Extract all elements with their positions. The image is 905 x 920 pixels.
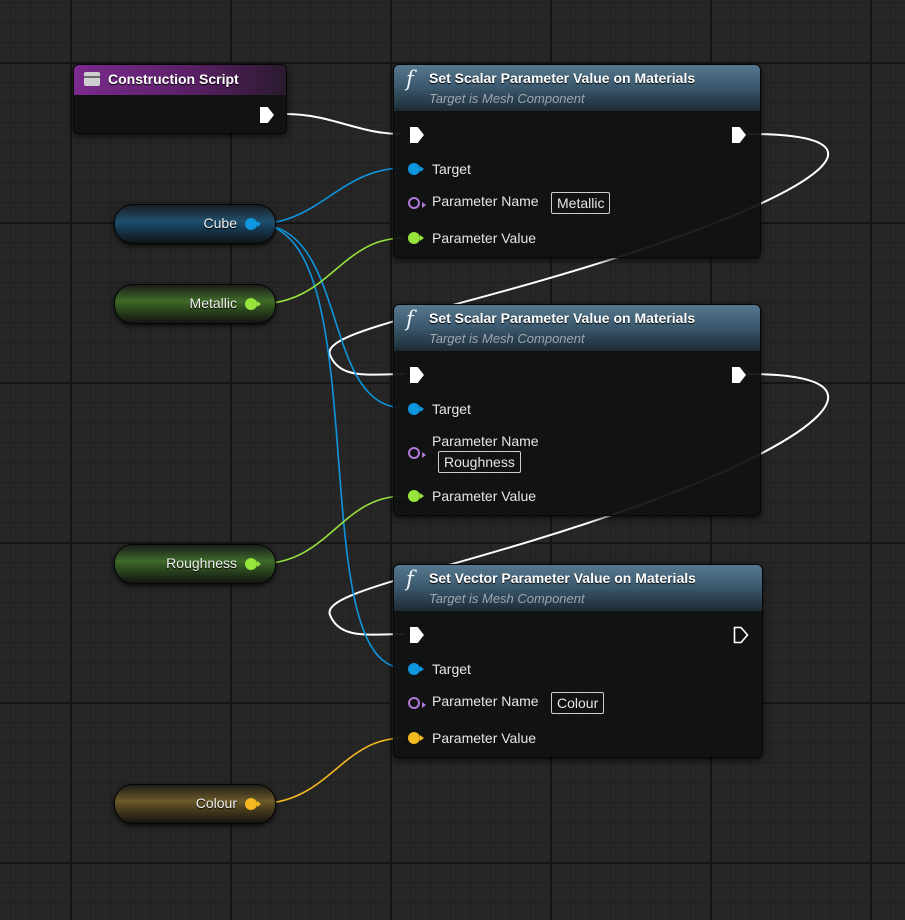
parameter-name-pin[interactable] [408,197,426,209]
colour-variable-node[interactable]: Colour [114,784,276,824]
wire-cube-to-node1-target [255,167,405,225]
parameter-value-label: Parameter Value [432,230,537,246]
metallic-output-pin[interactable] [245,298,261,310]
node-title: Set Scalar Parameter Value on Materials [429,70,696,86]
parameter-name-label: Parameter Name [432,693,539,709]
exec-wire-construction-to-node1 [285,113,401,135]
wire-roughness-to-node2-value [257,495,405,565]
wire-colour-to-node3-value [255,737,405,805]
exec-in-pin[interactable] [410,627,424,643]
parameter-value-label: Parameter Value [432,488,537,504]
wire-metallic-to-node1-value [257,237,405,305]
node-subtitle: Target is Mesh Component [429,591,585,606]
set-vector-colour-node[interactable]: f Set Vector Parameter Value on Material… [393,564,763,758]
metallic-variable-node[interactable]: Metallic [114,284,276,324]
function-f-icon: f [406,67,414,91]
construction-script-header[interactable]: Construction Script [74,65,286,95]
target-label: Target [432,401,471,417]
parameter-value-pin[interactable] [408,232,424,244]
exec-out-pin-unconnected[interactable] [733,626,749,644]
parameter-name-label: Parameter Name [432,433,539,449]
node-subtitle: Target is Mesh Component [429,331,585,346]
exec-in-pin[interactable] [410,127,424,143]
node-title: Set Vector Parameter Value on Materials [429,570,696,586]
exec-out-pin[interactable] [260,107,274,123]
function-f-icon: f [406,567,414,591]
construction-script-node[interactable]: Construction Script [73,64,287,134]
parameter-value-pin[interactable] [408,490,424,502]
parameter-name-pin[interactable] [408,697,426,709]
parameter-value-label: Parameter Value [432,730,537,746]
cube-output-pin[interactable] [245,218,261,230]
target-label: Target [432,161,471,177]
roughness-variable-node[interactable]: Roughness [114,544,276,584]
parameter-name-input[interactable]: Colour [551,692,605,714]
exec-in-pin[interactable] [410,367,424,383]
variable-label: Cube [203,215,237,231]
target-label: Target [432,661,471,677]
parameter-name-input[interactable]: Roughness [438,451,521,473]
node-header[interactable]: f Set Scalar Parameter Value on Material… [394,65,760,111]
node-title: Set Scalar Parameter Value on Materials [429,310,696,326]
set-scalar-roughness-node[interactable]: f Set Scalar Parameter Value on Material… [393,304,761,516]
function-f-icon: f [406,307,414,331]
target-pin[interactable] [408,163,424,175]
variable-label: Roughness [166,555,237,571]
node-subtitle: Target is Mesh Component [429,91,585,106]
node-header[interactable]: f Set Scalar Parameter Value on Material… [394,305,760,351]
set-scalar-metallic-node[interactable]: f Set Scalar Parameter Value on Material… [393,64,761,258]
target-pin[interactable] [408,663,424,675]
colour-output-pin[interactable] [245,798,261,810]
roughness-output-pin[interactable] [245,558,261,570]
exec-out-pin[interactable] [732,367,746,383]
construction-script-icon [84,72,100,86]
target-pin[interactable] [408,403,424,415]
parameter-name-pin[interactable] [408,447,426,459]
construction-script-title: Construction Script [108,71,239,87]
parameter-name-input[interactable]: Metallic [551,192,611,214]
variable-label: Metallic [189,295,237,311]
wire-cube-to-node2-target [255,223,405,409]
parameter-name-label: Parameter Name [432,193,539,209]
cube-variable-node[interactable]: Cube [114,204,276,244]
node-header[interactable]: f Set Vector Parameter Value on Material… [394,565,762,611]
variable-label: Colour [195,795,237,811]
exec-out-pin[interactable] [732,127,746,143]
parameter-value-pin[interactable] [408,732,424,744]
wire-cube-to-node3-target [255,223,405,669]
